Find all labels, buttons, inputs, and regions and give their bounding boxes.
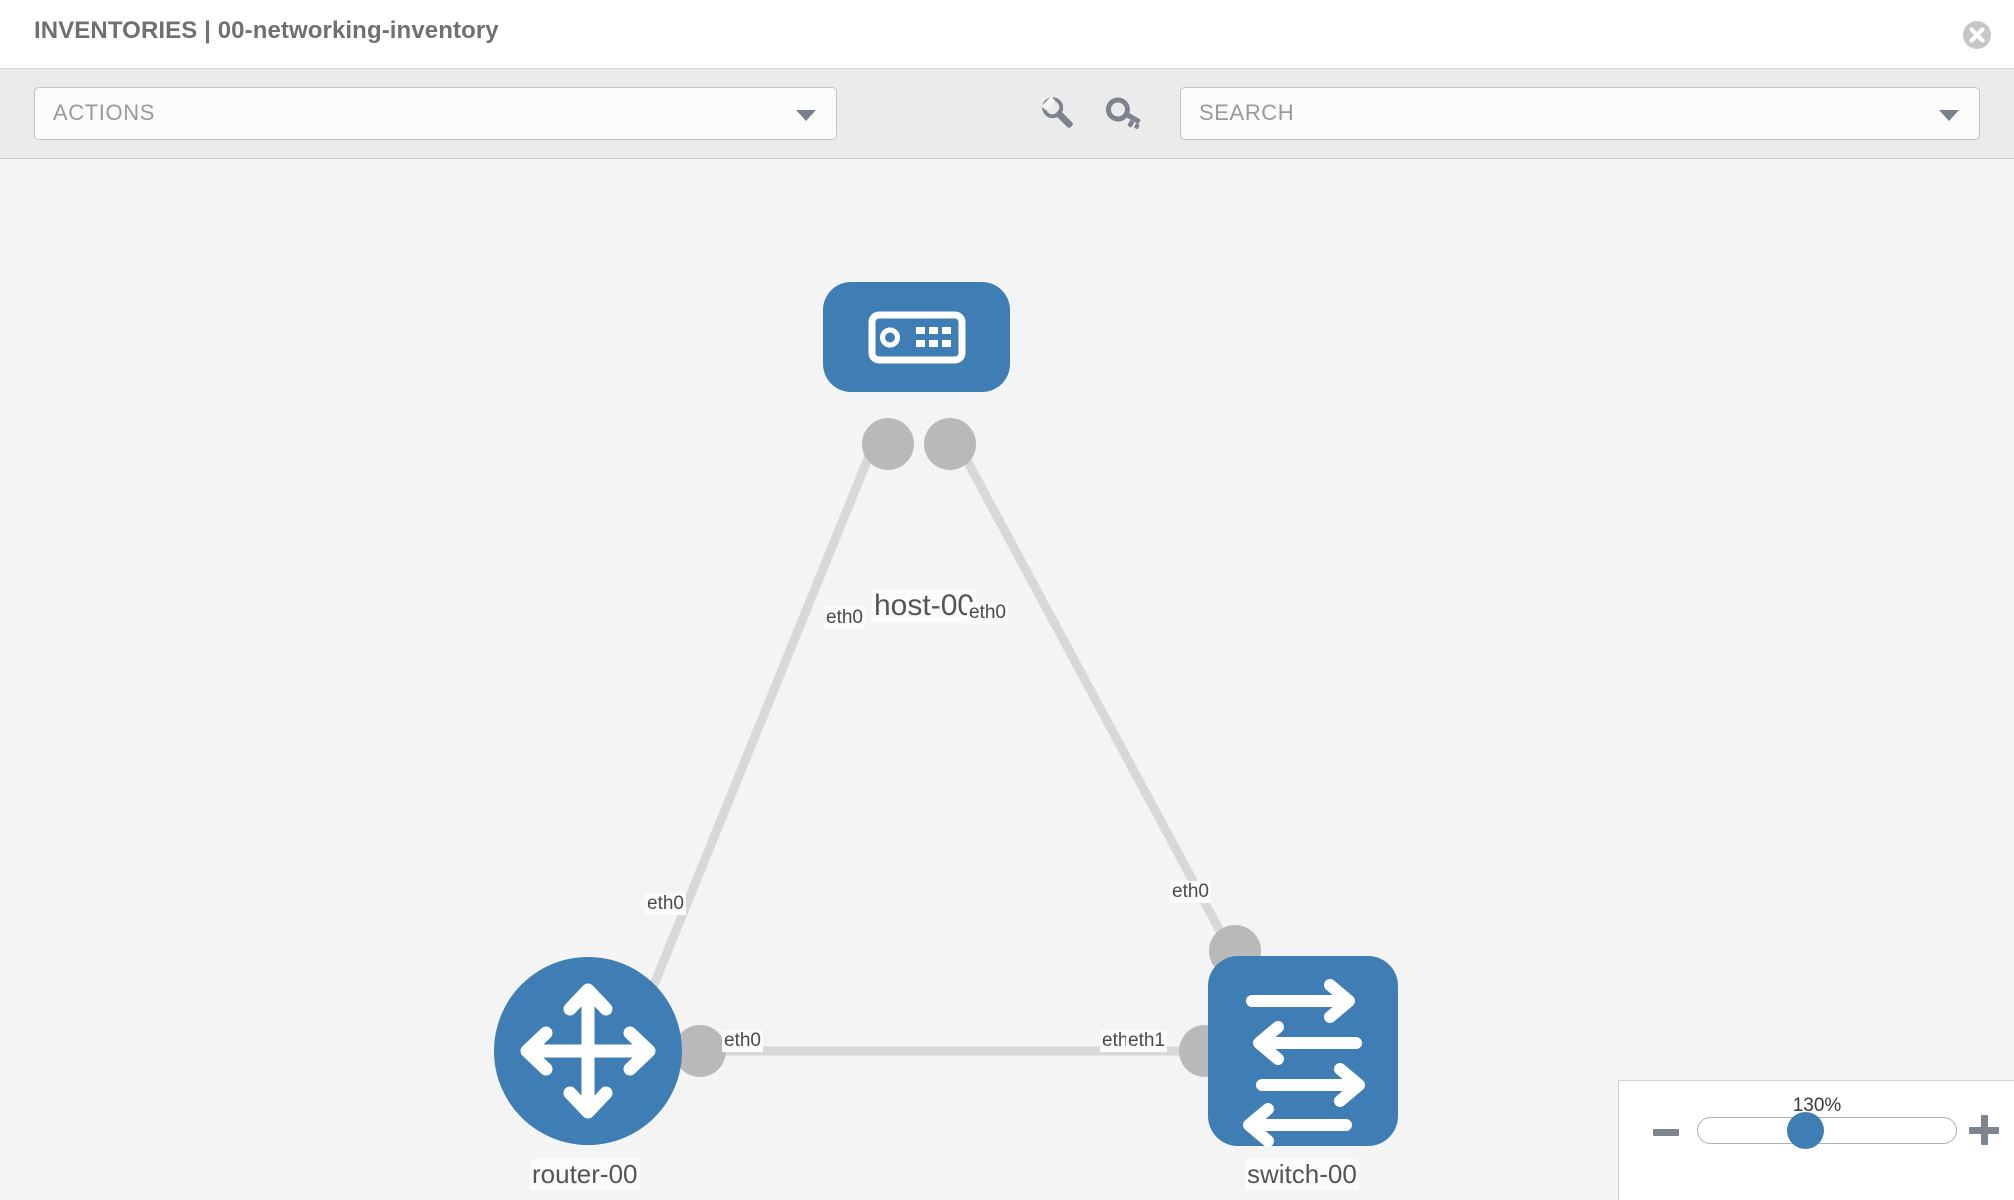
edge-label-host-eth0-right: eth0 — [967, 602, 1008, 624]
page-header: INVENTORIES | 00-networking-inventory — [0, 0, 2014, 69]
router-arrows-icon — [520, 983, 656, 1119]
actions-dropdown[interactable]: ACTIONS — [34, 87, 837, 140]
actions-dropdown-label: ACTIONS — [53, 100, 155, 125]
wrench-icon[interactable] — [1034, 89, 1082, 137]
connector-knob-router-eth0[interactable] — [674, 1025, 726, 1077]
toolbar: ACTIONS SEARC — [0, 69, 2014, 159]
node-host-00[interactable] — [823, 282, 1010, 392]
edge-label-switch-eth1: eth1 — [1126, 1030, 1167, 1052]
edge-label-router-eth0-uplink: eth0 — [645, 893, 686, 915]
server-icon — [868, 311, 966, 364]
connector-knob-host-eth0-right[interactable] — [924, 418, 976, 470]
node-label-switch-00: switch-00 — [1245, 1159, 1359, 1190]
node-router-00[interactable] — [494, 957, 682, 1145]
edge-label-switch-eth0-uplink: eth0 — [1170, 881, 1211, 903]
minus-icon[interactable] — [1653, 1129, 1679, 1136]
node-switch-00[interactable] — [1208, 956, 1398, 1147]
zoom-slider-track[interactable] — [1697, 1117, 1957, 1144]
page-title: INVENTORIES | 00-networking-inventory — [34, 17, 499, 44]
chevron-down-icon — [796, 110, 816, 121]
edge-label-router-eth0: eth0 — [722, 1030, 763, 1052]
topology-canvas[interactable]: host-00 router-00 switch-00 eth0 eth0 et… — [0, 159, 2014, 1200]
key-icon[interactable] — [1100, 89, 1148, 137]
node-label-router-00: router-00 — [530, 1159, 640, 1190]
plus-icon[interactable] — [1969, 1115, 1999, 1145]
link-host-switch[interactable] — [946, 426, 1239, 962]
search-input[interactable]: SEARCH — [1180, 87, 1980, 140]
close-icon[interactable] — [1962, 20, 1992, 50]
switch-arrows-icon — [1243, 979, 1365, 1147]
zoom-slider-thumb[interactable] — [1787, 1112, 1824, 1149]
edge-label-switch-eth0-overlap: eth — [1100, 1030, 1131, 1052]
link-host-router[interactable] — [635, 427, 885, 1021]
topology-graph — [494, 282, 1398, 1147]
edge-label-host-eth0-left: eth0 — [824, 607, 865, 629]
zoom-percent-label: 130% — [1792, 1095, 1842, 1116]
connector-knob-host-eth0-left[interactable] — [862, 418, 914, 470]
search-placeholder-label: SEARCH — [1199, 100, 1295, 125]
zoom-control: 130% — [1618, 1080, 2014, 1200]
node-label-host-00: host-00 — [872, 589, 977, 623]
chevron-down-icon — [1939, 110, 1959, 121]
